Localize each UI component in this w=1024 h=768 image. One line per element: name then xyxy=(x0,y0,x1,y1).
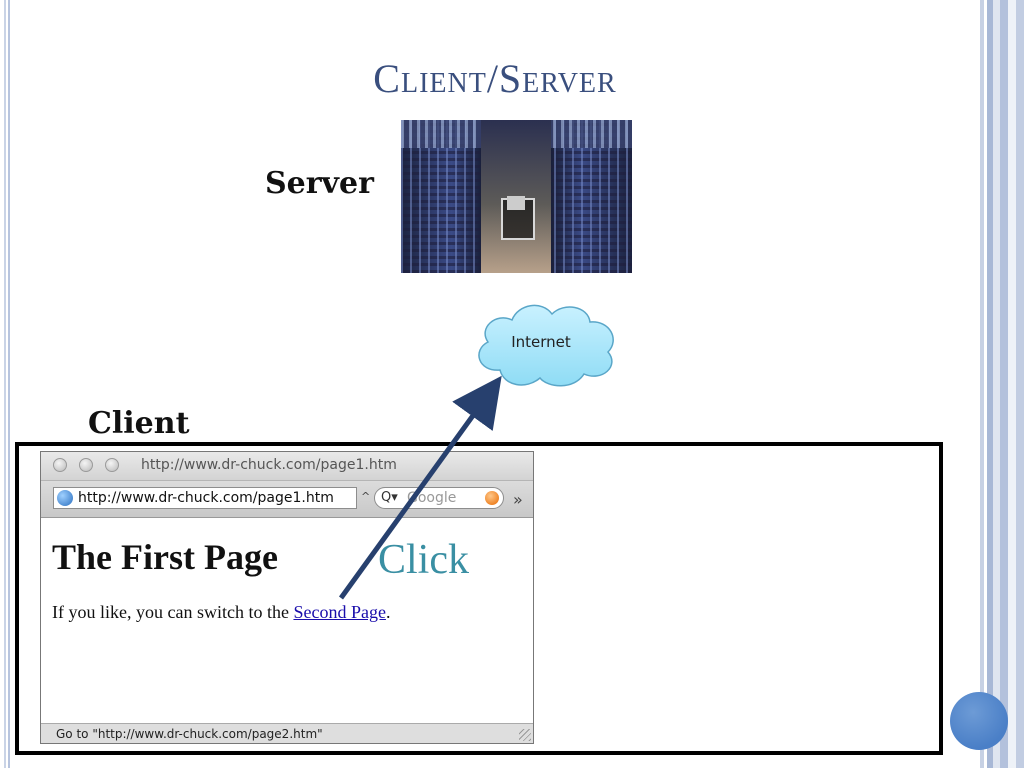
zoom-window-button[interactable] xyxy=(105,458,119,472)
browser-window: http://www.dr-chuck.com/page1.htm http:/… xyxy=(40,451,534,744)
close-window-button[interactable] xyxy=(53,458,67,472)
photo-monitor xyxy=(507,196,525,210)
server-room-photo xyxy=(401,120,632,273)
url-text: http://www.dr-chuck.com/page1.htm xyxy=(78,490,334,506)
server-label: Server xyxy=(265,166,374,201)
right-decoration-stripe xyxy=(978,0,1024,768)
paragraph-suffix: . xyxy=(385,602,391,622)
search-engine-icon[interactable] xyxy=(485,491,499,505)
browser-toolbar: http://www.dr-chuck.com/page1.htm ^ Q▾ G… xyxy=(41,481,533,518)
left-decoration-stripe xyxy=(0,0,12,768)
internet-label: Internet xyxy=(511,333,571,351)
url-input[interactable]: http://www.dr-chuck.com/page1.htm xyxy=(53,487,357,509)
paragraph-prefix: If you like, you can switch to the xyxy=(52,602,294,622)
second-page-link[interactable]: Second Page xyxy=(293,602,386,622)
search-placeholder: Google xyxy=(407,490,457,506)
status-bar: Go to "http://www.dr-chuck.com/page2.htm… xyxy=(41,723,533,743)
click-label: Click xyxy=(378,537,469,583)
slide-title: Client/Server xyxy=(373,56,617,101)
internet-cloud-icon xyxy=(478,304,614,387)
photo-cart xyxy=(501,198,535,240)
globe-icon xyxy=(57,490,73,506)
page-heading: The First Page xyxy=(52,537,278,577)
page-paragraph: If you like, you can switch to the Secon… xyxy=(52,602,390,623)
chevron-double-right-icon[interactable]: » xyxy=(513,490,523,509)
resize-grip-icon[interactable] xyxy=(519,729,531,741)
page-content: The First Page If you like, you can swit… xyxy=(41,518,533,724)
browser-titlebar[interactable]: http://www.dr-chuck.com/page1.htm xyxy=(41,452,533,481)
url-dropdown-icon[interactable]: ^ xyxy=(361,490,371,503)
search-input[interactable]: Q▾ Google xyxy=(374,487,504,509)
search-icon[interactable]: Q▾ xyxy=(381,490,398,505)
corner-decoration-circle xyxy=(950,692,1008,750)
minimize-window-button[interactable] xyxy=(79,458,93,472)
client-label: Client xyxy=(88,406,190,441)
window-title: http://www.dr-chuck.com/page1.htm xyxy=(141,457,397,473)
status-text: Go to "http://www.dr-chuck.com/page2.htm… xyxy=(56,727,323,741)
